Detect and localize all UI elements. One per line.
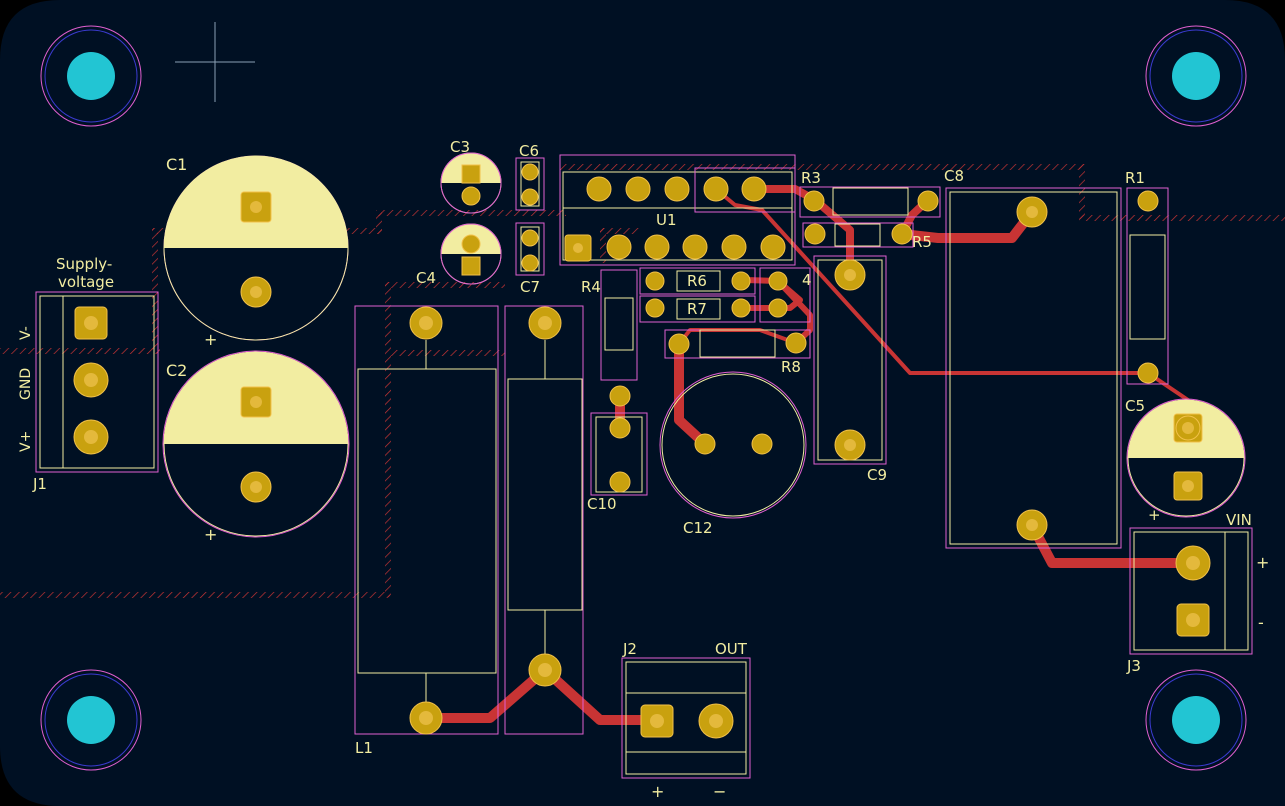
capacitor-c12: C12 [659,371,807,537]
capacitor-c6: C6 [515,142,545,211]
capacitor-c8: C8 [944,167,1122,549]
ref-c7: C7 [520,278,540,296]
mounting-hole-bl [40,669,142,771]
capacitor-c7: C7 [515,222,545,296]
resistor-r1: R1 [1125,169,1169,385]
mounting-hole-br [1145,669,1247,771]
ref-c4: C4 [416,269,436,287]
ref-j3: J3 [1126,657,1141,675]
ref-r8: R8 [781,358,801,376]
supply-voltage-line1: Supply- [56,255,112,273]
ref-u1: U1 [656,211,677,229]
ref-r7: R7 [687,300,707,318]
resistor-r-unlabeled: 4 [759,267,812,323]
ref-r6: R6 [687,272,707,290]
ic-u1: U1 [559,154,796,266]
supply-voltage-line2: voltage [58,273,114,291]
label-minus: − [713,782,726,801]
capacitor-c9: C9 [813,255,887,484]
mounting-hole-tl [40,25,142,127]
ref-c5: C5 [1125,397,1145,415]
connector-j2: J2 OUT + − [621,640,751,801]
resistor-r6: R6 [639,267,756,295]
polarity-plus: + [204,525,217,544]
pad-drills [84,201,1200,728]
label-v-minus: V- [18,326,34,340]
ref-c2: C2 [166,361,187,380]
label-out: OUT [715,640,748,658]
label-plus: + [651,782,664,801]
ref-c3: C3 [450,138,470,156]
origin-crosshair [175,22,255,102]
connector-j3: VIN J3 + - [1126,511,1269,675]
ref-c12: C12 [683,519,713,537]
resistor-r7: R7 [639,295,756,323]
polarity-plus: + [1148,506,1161,524]
label-minus: - [1258,613,1264,632]
ref-l1: L1 [355,739,373,757]
label-vin: VIN [1226,511,1252,529]
ref-j2: J2 [622,640,637,658]
ref-c1: C1 [166,155,187,174]
resistor-r5: R5 [802,222,932,251]
ref-r4: R4 [581,278,601,296]
ref-r-partial: 4 [802,271,812,289]
label-plus: + [1256,553,1269,572]
connector-j1: Supply- voltage J1 V- GND V+ [18,255,159,493]
ref-c10: C10 [587,495,617,513]
ref-r3: R3 [801,169,821,187]
resistor-r8: R8 [664,329,811,376]
ref-c8: C8 [944,167,964,185]
ref-c9: C9 [867,466,887,484]
ref-c6: C6 [519,142,539,160]
ref-j1: J1 [32,475,47,493]
label-gnd: GND [18,368,34,400]
resistor-r3: R3 [799,169,941,218]
polarity-plus: + [204,330,217,349]
mounting-hole-tr [1145,25,1247,127]
resistor-r4: R4 [581,269,638,381]
ref-r1: R1 [1125,169,1145,187]
label-v-plus: V+ [18,431,34,452]
ref-r5: R5 [912,233,932,251]
